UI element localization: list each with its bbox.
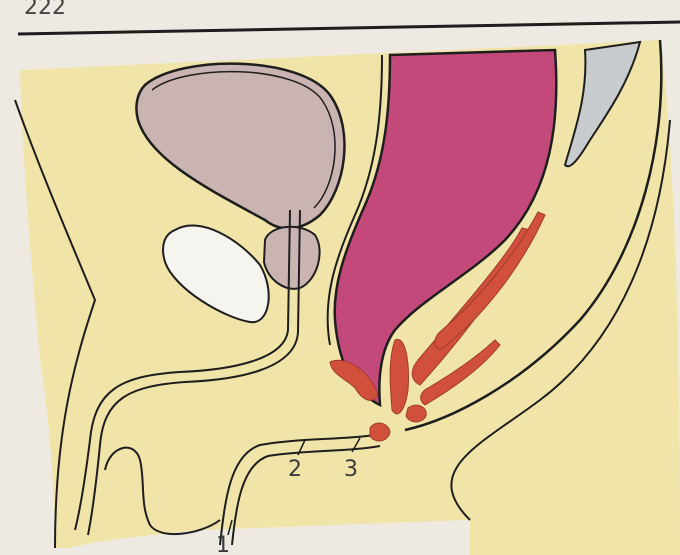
prostate [264, 227, 320, 289]
label-2: 2 [288, 457, 302, 482]
top-rule [18, 22, 680, 34]
sphincter-knob [406, 405, 426, 422]
sphincter-right [390, 339, 408, 414]
label-1: 1 [216, 533, 230, 555]
label-3: 3 [344, 457, 358, 482]
sphincter-lower [370, 423, 390, 441]
corner-page-number: 222 [24, 0, 66, 20]
